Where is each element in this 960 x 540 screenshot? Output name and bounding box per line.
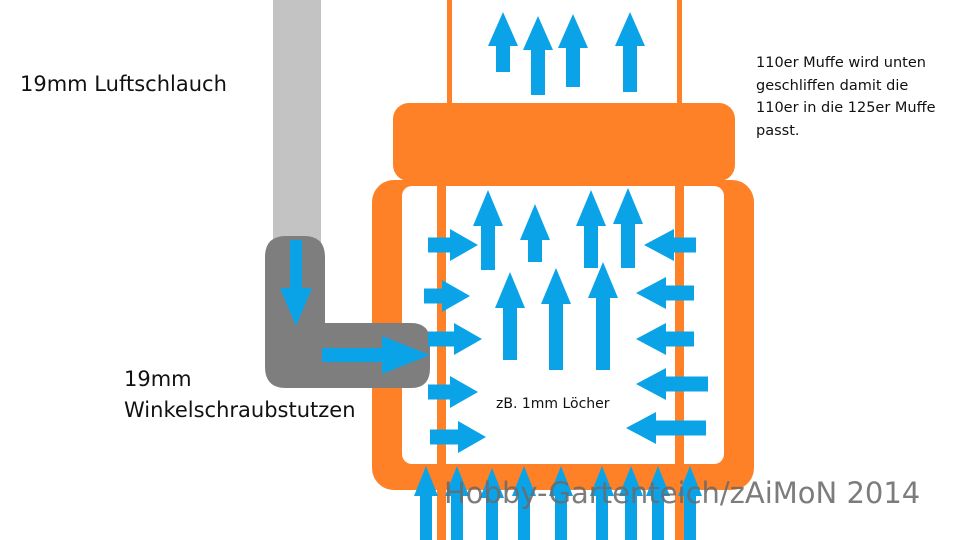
fitting-flow-arrow [322, 336, 430, 374]
bottom-flow-arrow-6 [590, 466, 614, 540]
left-inflow-arrow-3 [428, 323, 482, 355]
bottom-flow-arrow-1 [414, 466, 438, 540]
bottom-flow-arrow-5 [549, 466, 573, 540]
right-inflow-arrow-5 [626, 412, 706, 444]
watermark: Hobby-Gartenteich/zAiMoN 2014 [444, 476, 921, 510]
upper-flow-arrow-4 [615, 12, 645, 92]
sleeve-note-line3: 110er in die 125er Muffe [756, 100, 936, 116]
upper-flow-arrow-1 [488, 12, 518, 72]
angle-fitting-label: 19mm Winkelschraubstutzen [124, 364, 356, 426]
bottom-flow-arrow-8 [646, 466, 670, 540]
angle-fitting-label-line1: 19mm [124, 367, 192, 391]
sleeve-note-line4: passt. [756, 122, 800, 139]
right-inflow-arrow-3 [636, 323, 694, 355]
holes-label: zB. 1mm Löcher [496, 396, 610, 412]
air-hose [273, 0, 321, 246]
left-inflow-arrow-5 [430, 421, 486, 453]
upper-flow-arrow-2 [523, 16, 553, 95]
inner-flow-arrow-1 [473, 190, 503, 270]
left-inflow-arrow-2 [424, 280, 470, 312]
inner-pipe-right-wall [675, 180, 684, 540]
inner-flow-arrow-5 [495, 272, 525, 360]
inner-flow-arrow-7 [588, 262, 618, 370]
inner-flow-arrow-3 [576, 190, 606, 268]
right-inflow-arrow-2 [636, 277, 694, 309]
upper-pipe-right-wall [677, 0, 682, 110]
sleeve-note: 110er Muffe wird unten geschliffen damit… [756, 52, 936, 142]
inner-flow-arrow-2 [520, 204, 550, 262]
upper-pipe-left-wall [447, 0, 452, 110]
sleeve-collar [393, 103, 735, 181]
air-hose-label: 19mm Luftschlauch [20, 72, 227, 96]
upper-flow-arrow-3 [558, 14, 588, 87]
left-inflow-arrow-4 [428, 376, 478, 408]
bottom-flow-arrow-7 [619, 466, 643, 540]
hose-flow-arrow [280, 240, 312, 326]
bottom-flow-arrow-3 [480, 468, 504, 540]
right-inflow-arrow-1 [644, 229, 696, 261]
bottom-flow-arrow-4 [512, 466, 536, 540]
bottom-flow-arrow-9 [678, 466, 702, 540]
left-inflow-arrow-1 [428, 229, 478, 261]
sleeve-note-line2: geschliffen damit die [756, 77, 909, 94]
bottom-flow-arrow-2 [445, 466, 469, 540]
angle-fitting-label-line2: Winkelschraubstutzen [124, 398, 356, 422]
inner-flow-arrow-4 [613, 188, 643, 268]
sleeve-note-line1: 110er Muffe wird unten [756, 55, 926, 71]
right-inflow-arrow-4 [636, 368, 708, 400]
inner-pipe-left-wall [437, 180, 446, 540]
inner-flow-arrow-6 [541, 268, 571, 370]
